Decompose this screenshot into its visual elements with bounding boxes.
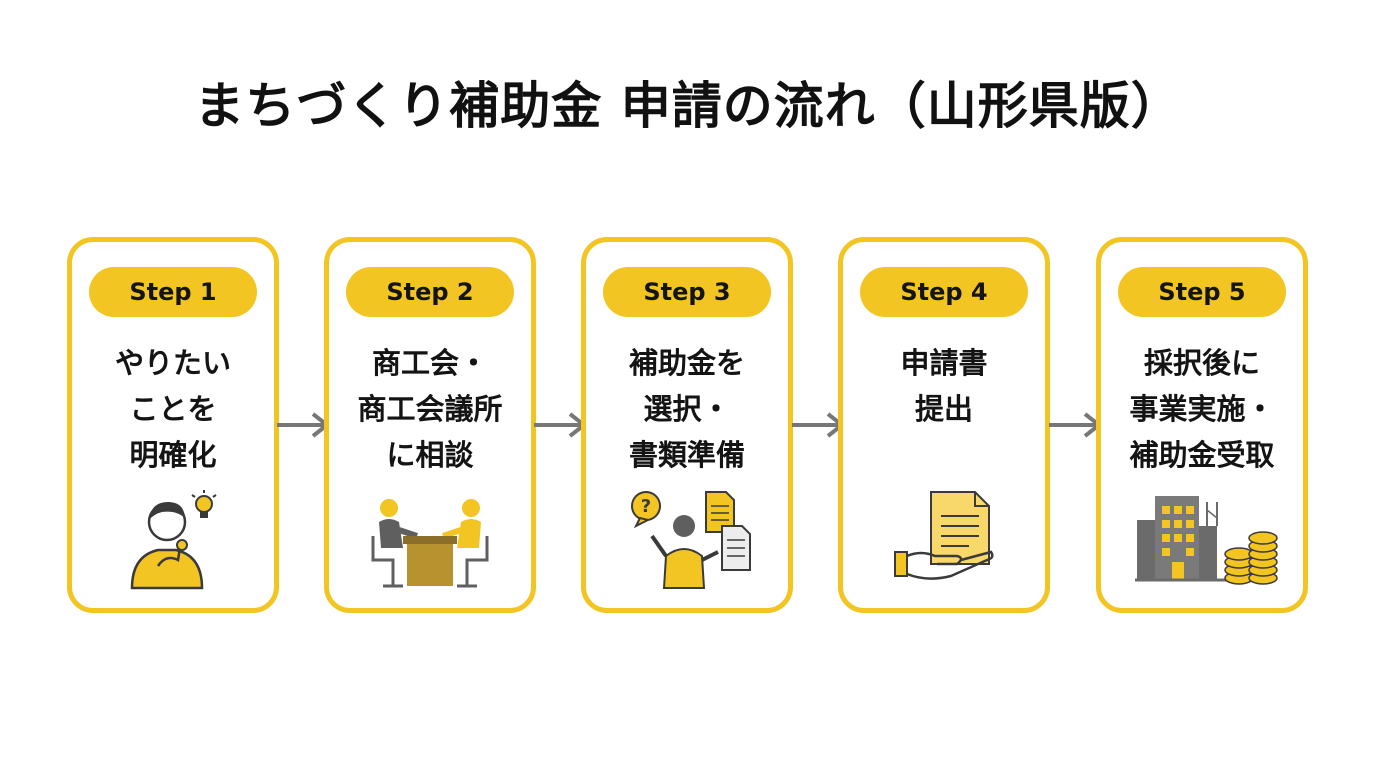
- arrow-right-icon: [534, 412, 588, 438]
- step-card-5: Step 5 採択後に 事業実施・ 補助金受取: [1096, 237, 1308, 613]
- step-card-4: Step 4 申請書 提出: [838, 237, 1050, 613]
- step-card-3: Step 3 補助金を 選択・ 書類準備 ?: [581, 237, 793, 613]
- building-coins-icon: [1135, 496, 1278, 585]
- arrow-right-icon: [1049, 412, 1103, 438]
- step-description: 申請書 提出: [900, 346, 988, 426]
- step-description: やりたい ことを 明確化: [114, 346, 231, 472]
- step-badge: Step 3: [603, 267, 771, 317]
- step-badge: Step 5: [1118, 267, 1286, 317]
- page-title: まちづくり補助金 申請の流れ（山形県版）: [194, 77, 1182, 135]
- step-card-1: Step 1 やりたい ことを 明確化: [67, 237, 279, 613]
- person-question-documents-icon: ?: [631, 491, 751, 589]
- step-badge: Step 1: [89, 267, 257, 317]
- step-description: 商工会・ 商工会議所 に相談: [357, 346, 503, 472]
- step-description: 採択後に 事業実施・ 補助金受取: [1129, 346, 1275, 472]
- thinking-person-lightbulb-icon: [130, 490, 217, 590]
- step-badge: Step 2: [346, 267, 514, 317]
- step-card-2: Step 2 商工会・ 商工会議所 に相談: [324, 237, 536, 613]
- arrow-right-icon: [277, 412, 331, 438]
- consultation-meeting-icon: [371, 499, 489, 588]
- step-description: 補助金を 選択・ 書類準備: [628, 346, 745, 472]
- step-badge: Step 4: [860, 267, 1028, 317]
- hand-submitting-document-icon: [894, 491, 994, 580]
- svg-text:?: ?: [641, 496, 651, 517]
